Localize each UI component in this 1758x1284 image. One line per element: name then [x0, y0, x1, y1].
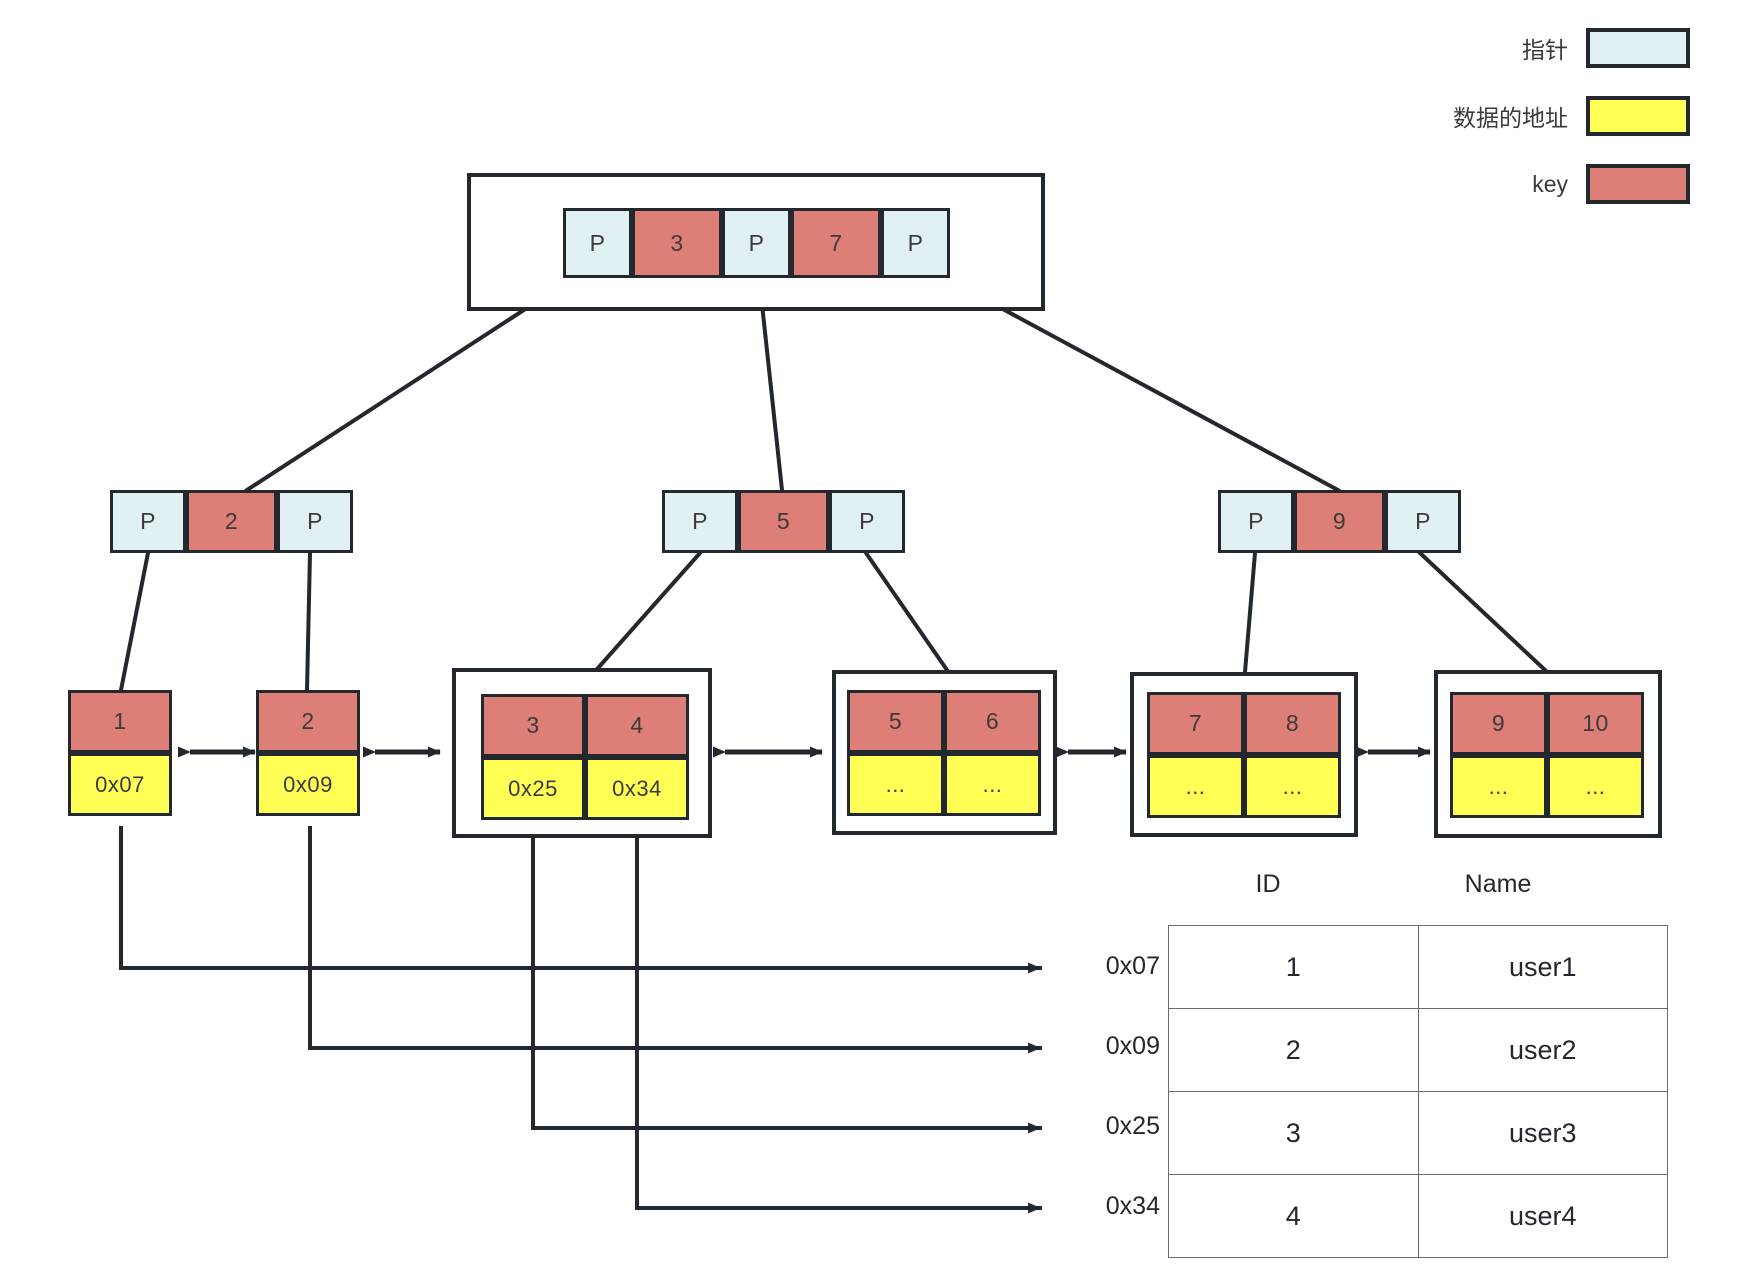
leaf-5-address-0[interactable]: ...	[1147, 755, 1244, 818]
row-address-2: 0x25	[1105, 1112, 1160, 1140]
root-key-7[interactable]: 7	[791, 208, 881, 278]
cell-id: 2	[1168, 1008, 1419, 1092]
legend-label-address: 数据的地址	[1453, 105, 1568, 131]
root-pointer-0[interactable]: P	[563, 208, 632, 278]
cell-name: user2	[1417, 1008, 1668, 1092]
column-header-id: ID	[1255, 870, 1281, 898]
cell-name: user1	[1417, 925, 1668, 1009]
leaf-3-address-1[interactable]: 0x34	[585, 757, 689, 820]
leaf-2-address-0[interactable]: 0x09	[256, 753, 360, 816]
leaf-4-key-0[interactable]: 5	[847, 690, 944, 753]
root-key-3[interactable]: 3	[632, 208, 722, 278]
pointer-swatch	[1586, 28, 1690, 68]
internal-left-key-2[interactable]: 2	[186, 490, 277, 553]
row-address-3: 0x34	[1105, 1192, 1160, 1220]
leaf-3-key-1[interactable]: 4	[585, 694, 689, 757]
row-address-1: 0x09	[1105, 1032, 1160, 1060]
leaf-6-address-0[interactable]: ...	[1450, 755, 1547, 818]
leaf-5-key-0[interactable]: 7	[1147, 692, 1244, 755]
internal-middle-pointer-1[interactable]: P	[829, 490, 905, 553]
leaf-2-key-0[interactable]: 2	[256, 690, 360, 753]
legend-item-pointer: 指针	[1440, 28, 1690, 68]
legend-label-pointer: 指针	[1522, 37, 1568, 63]
cell-id: 3	[1168, 1091, 1419, 1175]
leaf-4-key-1[interactable]: 6	[944, 690, 1041, 753]
internal-right-pointer-0[interactable]: P	[1218, 490, 1294, 553]
user-data-table: 1 user1 2 user2 3 user3 4 user4	[1168, 925, 1668, 1258]
leaf-1-key-0[interactable]: 1	[68, 690, 172, 753]
leaf-5-address-1[interactable]: ...	[1244, 755, 1341, 818]
key-swatch	[1586, 164, 1690, 204]
column-header-name: Name	[1464, 870, 1532, 898]
cell-id: 4	[1168, 1174, 1419, 1258]
leaf-6-key-1[interactable]: 10	[1547, 692, 1644, 755]
leaf-3-key-0[interactable]: 3	[481, 694, 585, 757]
address-swatch	[1586, 96, 1690, 136]
leaf-6-address-1[interactable]: ...	[1547, 755, 1644, 818]
cell-name: user3	[1417, 1091, 1668, 1175]
row-address-0: 0x07	[1105, 952, 1160, 980]
leaf-4-address-1[interactable]: ...	[944, 753, 1041, 816]
internal-right-key-9[interactable]: 9	[1294, 490, 1385, 553]
root-pointer-1[interactable]: P	[722, 208, 791, 278]
internal-left-pointer-0[interactable]: P	[110, 490, 186, 553]
legend-label-key: key	[1532, 170, 1568, 197]
cell-name: user4	[1417, 1174, 1668, 1258]
internal-middle-key-5[interactable]: 5	[738, 490, 829, 553]
internal-right-pointer-1[interactable]: P	[1385, 490, 1461, 553]
leaf-4-address-0[interactable]: ...	[847, 753, 944, 816]
root-pointer-2[interactable]: P	[881, 208, 950, 278]
table-row[interactable]: 4 user4	[1168, 1174, 1668, 1258]
table-row[interactable]: 2 user2	[1168, 1008, 1668, 1092]
table-row[interactable]: 3 user3	[1168, 1091, 1668, 1175]
cell-id: 1	[1168, 925, 1419, 1009]
table-row[interactable]: 1 user1	[1168, 925, 1668, 1009]
internal-middle-pointer-0[interactable]: P	[662, 490, 738, 553]
legend-item-key: key	[1440, 164, 1690, 204]
internal-left-pointer-1[interactable]: P	[277, 490, 353, 553]
legend-item-address: 数据的地址	[1400, 96, 1690, 136]
leaf-1-address-0[interactable]: 0x07	[68, 753, 172, 816]
leaf-6-key-0[interactable]: 9	[1450, 692, 1547, 755]
leaf-5-key-1[interactable]: 8	[1244, 692, 1341, 755]
leaf-3-address-0[interactable]: 0x25	[481, 757, 585, 820]
